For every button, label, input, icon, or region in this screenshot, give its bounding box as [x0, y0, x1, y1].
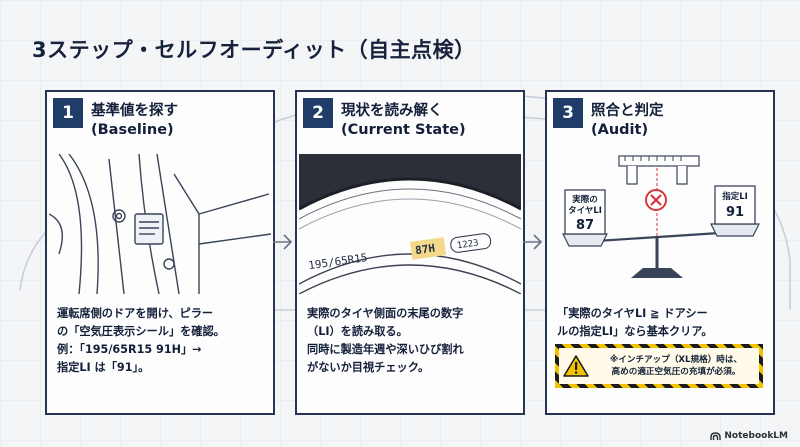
actual-li-value: 87	[576, 218, 594, 233]
chevron-right-icon	[523, 234, 543, 250]
warning-triangle-icon	[563, 355, 589, 377]
brand-footer: NotebookLM	[710, 431, 788, 441]
step-title: 現状を読み解く (Current State)	[341, 103, 466, 138]
load-speed-index: 87H	[414, 242, 435, 258]
step-card-baseline: 1 基準値を探す (Baseline) 運転席側のドアを開け、ピラー の「空気圧…	[45, 90, 275, 415]
balance-scale-illustration: 実際の タイヤLI 87 指定LI 91	[562, 155, 760, 278]
brand-label: NotebookLM	[724, 431, 788, 441]
warning-text-line: 高めの適正空気圧の充填が必須。	[611, 367, 741, 377]
actual-li-label: 実際の	[572, 194, 598, 205]
step-number: 2	[303, 98, 333, 128]
step-number: 3	[553, 98, 583, 128]
tire-date-code: 1223	[456, 238, 479, 251]
tire-sidewall-illustration: 195/65R15 87H 1223	[299, 154, 521, 294]
step-description: 運転席側のドアを開け、ピラー の「空気圧表示シール」を確認。 例：「195/65…	[57, 307, 225, 374]
door-pillar-illustration	[49, 154, 271, 294]
step-title: 基準値を探す (Baseline)	[91, 103, 178, 138]
warning-text-line: ※インチアップ（XL規格）時は、	[609, 355, 743, 365]
warning-notice: ※インチアップ（XL規格）時は、 高めの適正空気圧の充填が必須。	[555, 344, 763, 388]
notebooklm-logo-icon	[710, 431, 722, 440]
step-card-current-state: 2 現状を読み解く (Current State) 195/65R15 87H …	[295, 90, 525, 415]
step-description: 実際のタイヤ側面の末尾の数字 （LI）を読み取る。 同時に製造年週や深いひび割れ…	[307, 307, 464, 374]
step-title: 照合と判定 (Audit)	[591, 103, 664, 138]
page-title: 3ステップ・セルフオーディット（自主点検）	[32, 38, 476, 62]
tire-size-label: 195/65R15	[307, 251, 368, 272]
chevron-right-icon	[273, 234, 293, 250]
actual-li-label-2: タイヤLI	[568, 205, 602, 216]
step-card-audit: 3 照合と判定 (Audit) 実際の タイヤLI 87 指定LI 91 「	[545, 90, 775, 415]
step-description: 「実際のタイヤLI ≧ ドアシー ルの指定LI」なら基本クリア。	[557, 307, 713, 338]
specified-li-value: 91	[726, 205, 744, 220]
step-number: 1	[53, 98, 83, 128]
specified-li-label: 指定LI	[722, 191, 748, 202]
